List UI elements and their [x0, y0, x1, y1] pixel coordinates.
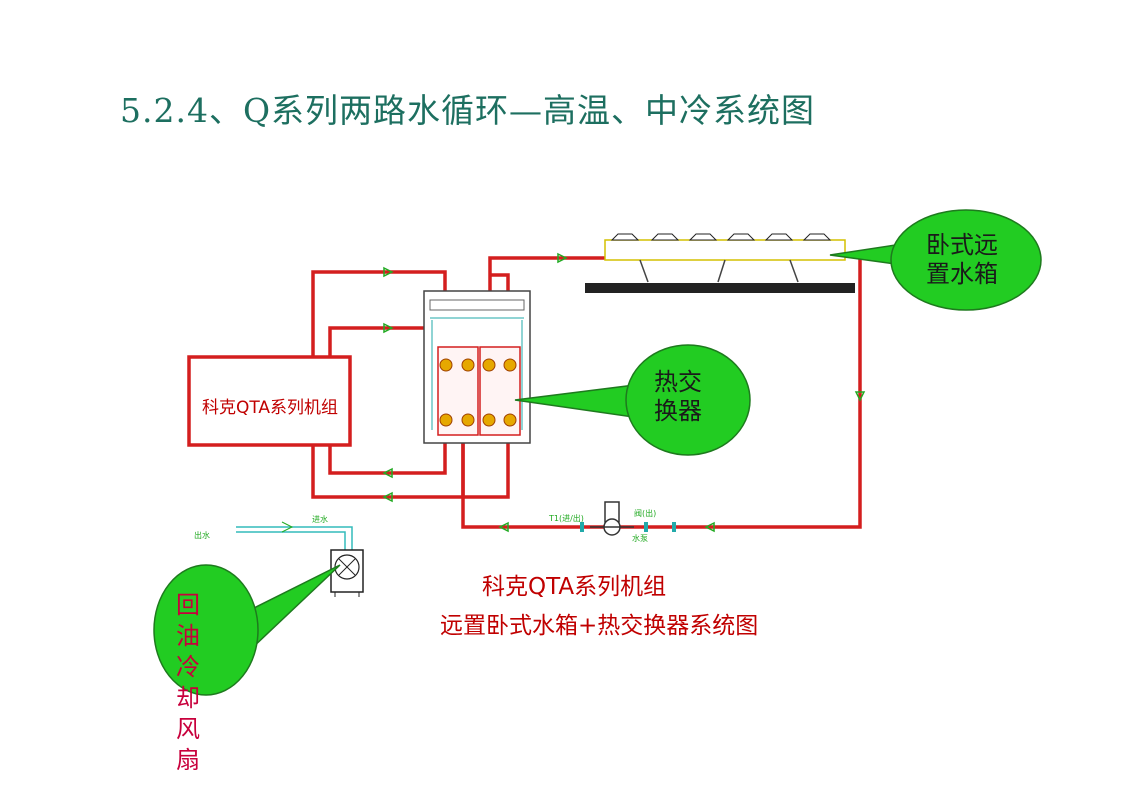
flow-arrow	[383, 266, 394, 278]
pump	[580, 501, 676, 536]
pump-below-label: 水泵	[632, 534, 648, 543]
callout-heat-exchanger-text: 热交 换器	[654, 368, 702, 425]
oil-cooling-fan	[236, 521, 364, 597]
chiller-unit-label: 科克QTA系列机组	[201, 398, 339, 418]
heat-exchanger-unit	[423, 290, 531, 444]
pipe-chiller-upper-outer	[311, 270, 447, 357]
callout-oil-fan-text: 回油冷却风扇	[176, 591, 200, 774]
caption-line-1: 科克QTA系列机组	[482, 574, 667, 600]
tank-base	[585, 283, 855, 293]
flow-arrow	[557, 252, 568, 264]
fan-outlet-label: 出水	[194, 531, 210, 540]
callout-heat-exchanger	[514, 344, 751, 456]
caption-line-2: 远置卧式水箱+热交换器系统图	[440, 613, 759, 639]
water-tank-unit	[585, 233, 855, 293]
fan-inlet-label: 进水	[312, 515, 328, 524]
pump-right-label: 阀(出)	[634, 509, 657, 518]
flow-arrow	[704, 521, 715, 533]
callout-water-tank	[829, 209, 1042, 311]
callout-water-tank-text: 卧式远 置水箱	[926, 231, 998, 288]
callout-oil-fan	[153, 564, 341, 696]
page-title: 5.2.4、Q系列两路水循环—高温、中冷系统图	[120, 91, 816, 130]
flow-arrow	[854, 391, 866, 402]
flow-arrows	[382, 252, 866, 533]
pipe-chiller-lower-inner	[328, 440, 447, 475]
pump-left-label: T1(进/出)	[549, 514, 584, 523]
flow-arrow	[383, 322, 394, 334]
flow-arrow	[382, 467, 393, 479]
flow-arrow	[382, 491, 393, 503]
chiller-unit-box	[187, 355, 352, 447]
pipe-chiller-lower-outer	[311, 440, 465, 499]
pipe-hx-lower-right	[463, 440, 510, 499]
flow-arrow	[498, 521, 509, 533]
